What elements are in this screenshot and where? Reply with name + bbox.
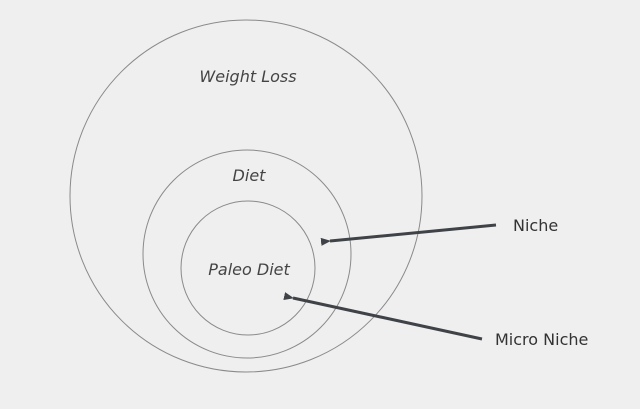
weight-loss-circle [69, 19, 423, 373]
paleo-diet-label: Paleo Diet [208, 260, 290, 279]
micro-niche-arrow [283, 292, 483, 341]
niche-label: Niche [513, 216, 558, 235]
diet-label: Diet [233, 166, 267, 185]
micro-niche-label: Micro Niche [495, 330, 588, 349]
niche-arrow [320, 223, 497, 246]
paleo-diet-circle [180, 200, 316, 336]
weight-loss-label: Weight Loss [199, 67, 296, 86]
diet-circle [142, 149, 352, 359]
